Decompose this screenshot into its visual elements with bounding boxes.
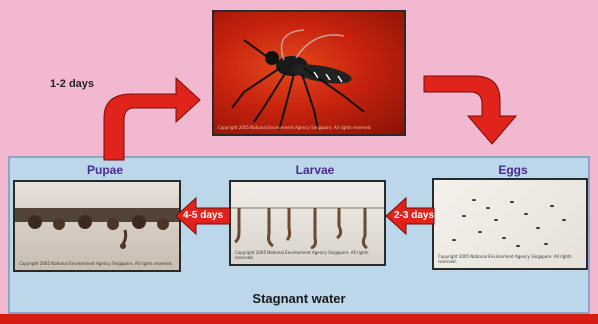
arrow-pupae-to-adult: [104, 78, 200, 160]
label-eggs-to-larvae: 2-3 days: [392, 210, 436, 221]
label-pupae-to-adult: 1-2 days: [50, 78, 94, 90]
footer-bar: [0, 314, 598, 324]
habitat-label: Stagnant water: [0, 291, 598, 306]
label-larvae-to-pupae: 4-5 days: [176, 210, 230, 221]
arrow-adult-to-eggs: [424, 76, 516, 144]
